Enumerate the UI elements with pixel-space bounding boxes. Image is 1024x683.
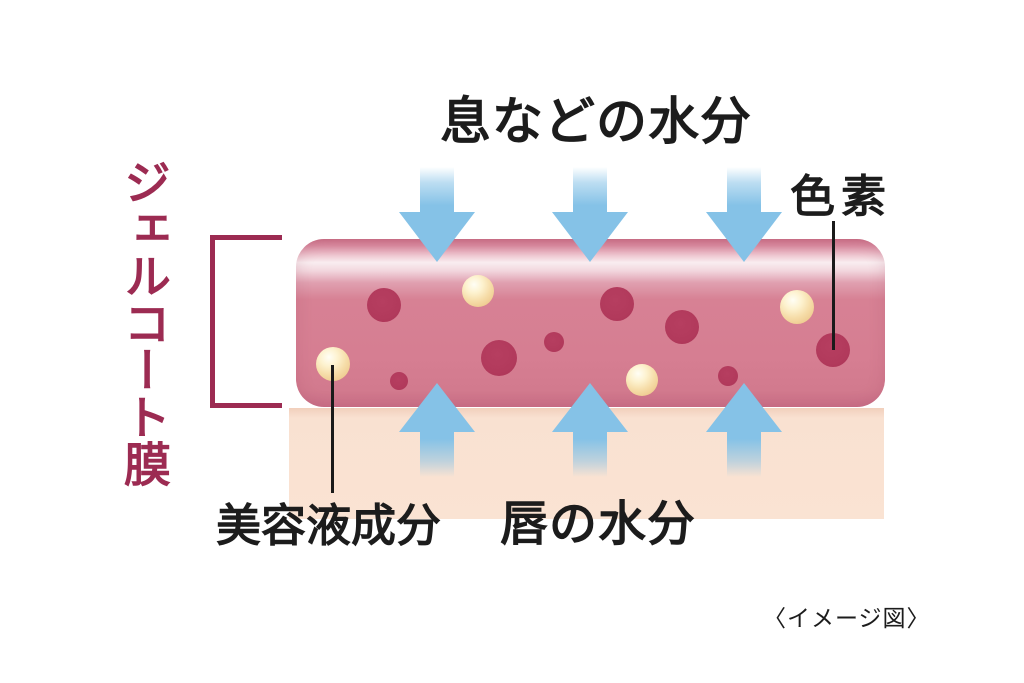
- serum-circle: [462, 275, 494, 307]
- serum-ingredient-label: 美容液成分: [216, 500, 442, 551]
- pointer-line-serum: [331, 365, 334, 493]
- up-arrow-icon: [552, 383, 628, 477]
- down-arrow-icon: [399, 167, 475, 262]
- pigment-circle: [665, 310, 699, 344]
- serum-circle: [780, 290, 814, 324]
- down-arrow-icon: [552, 167, 628, 262]
- pigment-circle: [544, 332, 564, 352]
- pointer-line-pigment: [832, 221, 835, 350]
- gel-coat-bracket: [210, 235, 282, 408]
- lip-moisture-label: 唇の水分: [500, 498, 697, 551]
- pigment-circle: [481, 340, 517, 376]
- up-arrow-icon: [399, 383, 475, 477]
- pigment-circle: [718, 366, 738, 386]
- serum-circle: [626, 364, 658, 396]
- breath-moisture-label: 息などの水分: [440, 93, 753, 150]
- up-arrow-icon: [706, 383, 782, 477]
- pigment-label: 色素: [790, 171, 893, 222]
- gel-coat-film-label: ジェルコート膜: [117, 158, 170, 487]
- pigment-circle: [390, 372, 408, 390]
- down-arrow-icon: [706, 167, 782, 262]
- pigment-circle: [367, 288, 401, 322]
- pigment-circle: [600, 287, 634, 321]
- image-note-caption: 〈イメージ図〉: [763, 605, 931, 631]
